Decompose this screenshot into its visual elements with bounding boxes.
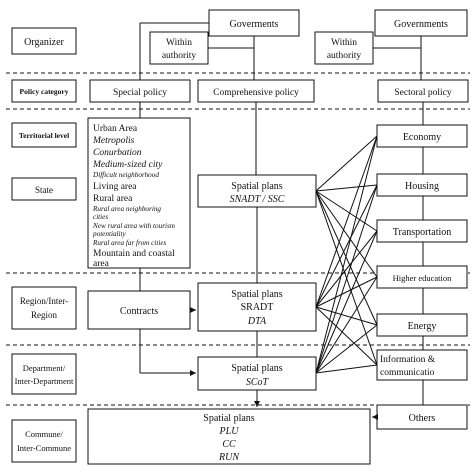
sector-information-line2: communicatio bbox=[380, 368, 435, 378]
region-label-box bbox=[11, 286, 77, 330]
area-item-0: Urban Area bbox=[93, 124, 138, 134]
area-item-3: Medium-sized city bbox=[92, 160, 163, 170]
sector-others-label: Others bbox=[409, 413, 436, 424]
area-item-9: New rural area with tourism bbox=[92, 222, 175, 230]
sector-information-line1: Information & bbox=[380, 354, 436, 365]
within-authority-left-line2: authority bbox=[162, 51, 197, 61]
department-label-line2: Inter-Department bbox=[15, 376, 74, 386]
organizer-label: Organizer bbox=[24, 37, 64, 48]
area-item-1: Metropolis bbox=[92, 136, 135, 146]
special-policy-label: Special policy bbox=[113, 88, 167, 98]
within-authority-left-line1: Within bbox=[166, 38, 192, 48]
sector-economy-label: Economy bbox=[403, 132, 441, 143]
area-item-7: Rural area neighboring bbox=[92, 205, 161, 213]
area-item-12: Mountain and coastal bbox=[93, 249, 175, 259]
policy-category-label: Policy category bbox=[20, 87, 69, 96]
spatial-plans-region-title: Spatial plans bbox=[231, 289, 282, 300]
organizer-label-box bbox=[11, 27, 77, 55]
spatial-plans-department-sub: SCoT bbox=[246, 377, 270, 388]
sector-housing-label: Housing bbox=[405, 181, 439, 192]
spatial-plans-commune-sub3: RUN bbox=[218, 452, 240, 463]
spatial-plans-region-sub: DTA bbox=[247, 316, 267, 327]
spatial-plans-state-box bbox=[197, 174, 317, 208]
sector-information-box bbox=[376, 349, 468, 381]
area-item-8: cities bbox=[93, 213, 108, 221]
area-item-2: Conurbation bbox=[93, 148, 142, 158]
spatial-plans-commune-sub1: PLU bbox=[219, 426, 240, 437]
comprehensive-policy-label: Comprehensive policy bbox=[213, 88, 299, 98]
governments-left-label: Goverments bbox=[230, 19, 279, 30]
department-label-line1: Department/ bbox=[23, 363, 66, 373]
region-label-line1: Region/Inter- bbox=[20, 296, 68, 306]
contracts-label: Contracts bbox=[120, 306, 158, 317]
area-item-5: Living area bbox=[93, 182, 137, 192]
area-item-13: area bbox=[93, 259, 110, 269]
commune-label-box bbox=[11, 419, 77, 463]
region-label-line2: Region bbox=[31, 310, 57, 320]
commune-label-line2: Inter-Commune bbox=[17, 443, 71, 453]
sector-others-box bbox=[376, 404, 468, 430]
territorial-level-label-box bbox=[11, 122, 77, 148]
commune-label-line1: Commune/ bbox=[25, 429, 63, 439]
sectoral-policy-label: Sectoral policy bbox=[394, 88, 451, 98]
contracts-box bbox=[87, 290, 191, 330]
policy-category-label-box bbox=[11, 79, 77, 103]
spatial-plans-state-title: Spatial plans bbox=[231, 181, 282, 192]
spatial-plans-department-title: Spatial plans bbox=[231, 363, 282, 374]
spatial-plans-state-sub: SNADT / SSC bbox=[230, 194, 285, 205]
state-label-box bbox=[11, 177, 77, 201]
sector-energy-label: Energy bbox=[408, 321, 437, 332]
area-item-6: Rural area bbox=[93, 194, 133, 204]
territorial-level-label: Territorial level bbox=[19, 131, 69, 140]
state-label: State bbox=[35, 185, 53, 195]
area-item-11: Rural area far from cities bbox=[92, 239, 167, 247]
sector-transportation-label: Transportation bbox=[393, 227, 452, 238]
governments-right-label: Governments bbox=[394, 19, 448, 30]
spatial-plans-commune-title: Spatial plans bbox=[203, 413, 254, 424]
special-policy-areas-box bbox=[87, 117, 191, 269]
spatial-plans-region-title2: SRADT bbox=[241, 302, 274, 313]
spatial-plans-department-box bbox=[197, 356, 317, 391]
spatial-plans-commune-sub2: CC bbox=[222, 439, 236, 450]
within-authority-right-line2: authority bbox=[327, 51, 362, 61]
within-authority-left-box bbox=[149, 31, 209, 65]
within-authority-right-box bbox=[314, 31, 374, 65]
sector-linkage-lines bbox=[315, 135, 378, 374]
spatial-plans-commune-box bbox=[87, 408, 371, 465]
within-authority-right-line1: Within bbox=[331, 38, 357, 48]
department-label-box bbox=[11, 353, 77, 395]
sector-higher-education-label: Higher education bbox=[393, 273, 453, 283]
governments-right-box bbox=[374, 9, 468, 37]
spatial-plans-region-box bbox=[197, 282, 317, 332]
area-item-4: Difficult neighborhood bbox=[92, 171, 159, 179]
area-item-10: potentiality bbox=[92, 230, 127, 238]
